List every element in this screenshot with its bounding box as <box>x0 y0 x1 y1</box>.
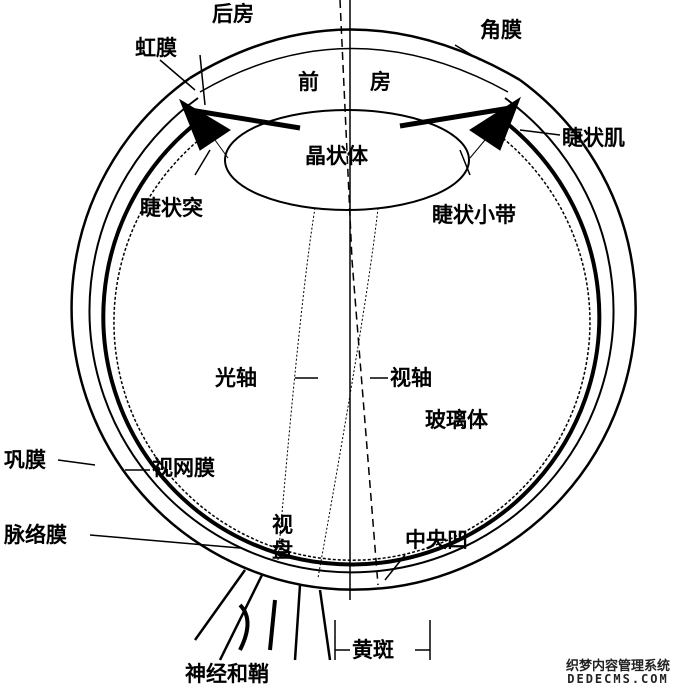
iris-right <box>399 105 511 129</box>
label-lens: 晶状体 <box>305 144 368 168</box>
optic-nerve <box>193 569 332 661</box>
macula-bracket <box>334 620 431 660</box>
iris-left <box>189 107 301 131</box>
label-ciliary-muscle: 睫状肌 <box>562 126 625 150</box>
ciliary-left <box>178 98 231 151</box>
label-anterior-chamber-2: 房 <box>370 70 391 94</box>
sclera-outer <box>70 76 637 591</box>
label-vitreous: 玻璃体 <box>425 408 488 432</box>
lens <box>224 109 470 211</box>
label-ciliary-process: 睫状突 <box>140 196 203 220</box>
label-zonule: 睫状小带 <box>432 203 516 227</box>
label-posterior-chamber: 后房 <box>212 2 254 26</box>
cornea-inner <box>199 47 509 93</box>
visual-axis-line <box>339 0 379 586</box>
label-iris: 虹膜 <box>135 36 177 60</box>
label-visual-axis: 视轴 <box>390 366 432 390</box>
label-retina: 视网膜 <box>152 456 215 480</box>
label-optic-disc-1: 视 <box>272 513 293 537</box>
label-choroid: 脉络膜 <box>4 523 67 547</box>
label-fovea: 中央凹 <box>405 528 468 552</box>
choroid <box>101 116 602 567</box>
label-optic-nerve: 神经和鞘 <box>185 662 269 686</box>
label-sclera: 巩膜 <box>4 448 46 472</box>
label-macula: 黄斑 <box>352 638 394 662</box>
label-cornea: 角膜 <box>480 18 522 42</box>
label-anterior-chamber-1: 前 <box>298 70 319 94</box>
label-optical-axis: 光轴 <box>215 366 257 390</box>
retina <box>113 131 591 561</box>
hyaloid-canal <box>277 207 379 579</box>
ciliary-right <box>469 96 522 151</box>
sclera-inner <box>88 97 615 574</box>
label-optic-disc-2: 盘 <box>272 538 293 562</box>
watermark: 织梦内容管理系统 DEDECMS.COM <box>565 658 670 687</box>
